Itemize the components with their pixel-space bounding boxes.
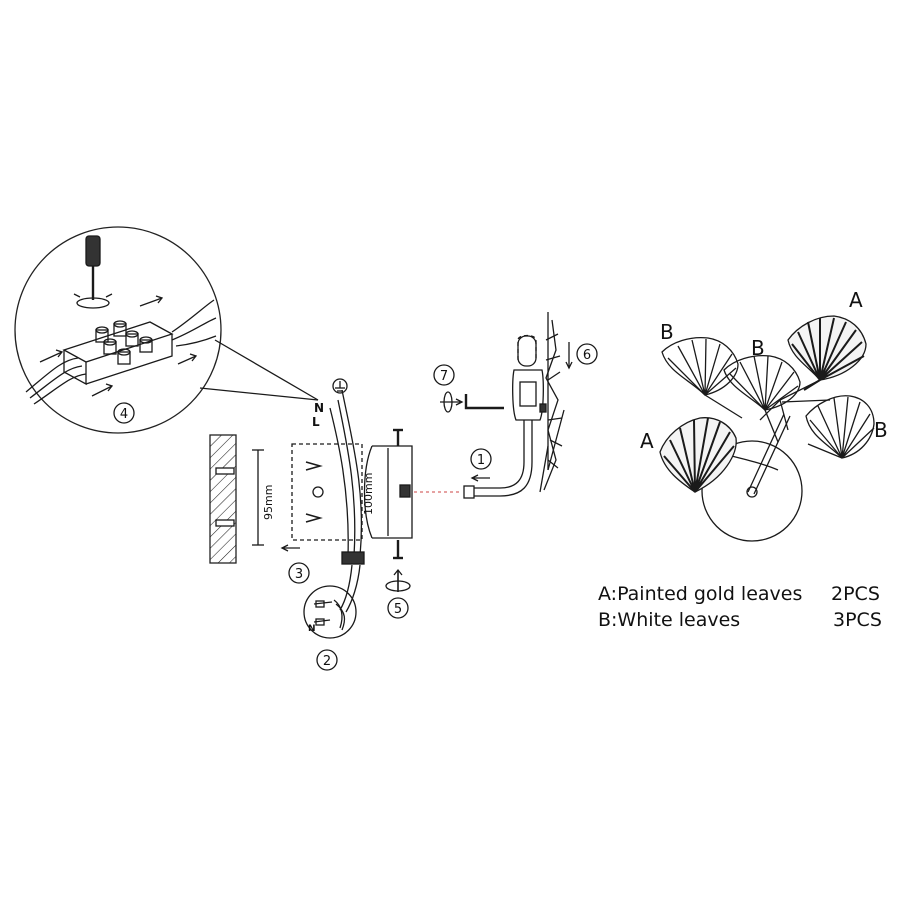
legend-text-white: B:White leaves (598, 609, 741, 631)
mounting-bracket (252, 443, 363, 552)
legend-row-white: B:White leaves 3PCS (598, 609, 888, 633)
allen-key-icon (440, 391, 504, 413)
supply-wires (329, 389, 365, 613)
ground-icon (332, 378, 348, 394)
white-leaf (661, 336, 743, 419)
lamp-arm (463, 312, 565, 499)
leaf-label-b-right: B (874, 418, 888, 442)
step-1: 1 (470, 448, 492, 470)
gold-leaf (659, 417, 737, 493)
dimension-label-100mm: 100mm (362, 473, 375, 515)
white-leaf (723, 354, 801, 443)
canopy-box (363, 428, 413, 560)
step-3: 3 (288, 562, 310, 584)
wall-section (209, 434, 237, 564)
wire-connector-detail (303, 585, 357, 639)
step-7: 7 (433, 364, 455, 386)
wire-label-l: L (312, 415, 320, 429)
legend-qty-gold: 2PCS (831, 583, 880, 605)
svg-text:4: 4 (120, 407, 128, 422)
screwdriver-icon (73, 235, 113, 309)
svg-text:5: 5 (394, 602, 402, 617)
step-6: 6 (576, 343, 598, 365)
terminal-block-detail (14, 226, 319, 434)
step-4: 4 (113, 402, 135, 424)
wire-label-n: N (314, 401, 324, 415)
svg-text:3: 3 (295, 567, 303, 582)
leaf-label-a-left: A (640, 429, 654, 453)
terminal-block (62, 320, 174, 386)
svg-text:7: 7 (440, 369, 448, 384)
step-5: 5 (387, 597, 409, 619)
legend-text-gold: A:Painted gold leaves (598, 583, 803, 605)
rotate-icon (385, 568, 411, 592)
gold-leaf (787, 315, 867, 391)
white-leaf (805, 395, 875, 459)
leaf-label-a-top: A (849, 288, 863, 312)
step-2: 2 (316, 649, 338, 671)
svg-text:1: 1 (477, 453, 485, 468)
svg-text:2: 2 (323, 654, 331, 669)
svg-text:6: 6 (583, 348, 591, 363)
leaf-label-b-mid: B (751, 336, 765, 360)
connector-label-n: N (308, 624, 316, 634)
legend-qty-white: 3PCS (833, 609, 882, 631)
leaf-label-b-left: B (660, 320, 674, 344)
legend-row-gold: A:Painted gold leaves 2PCS (598, 583, 888, 607)
dimension-label-95mm: 95mm (262, 485, 275, 520)
leaf-chandelier (659, 315, 875, 542)
